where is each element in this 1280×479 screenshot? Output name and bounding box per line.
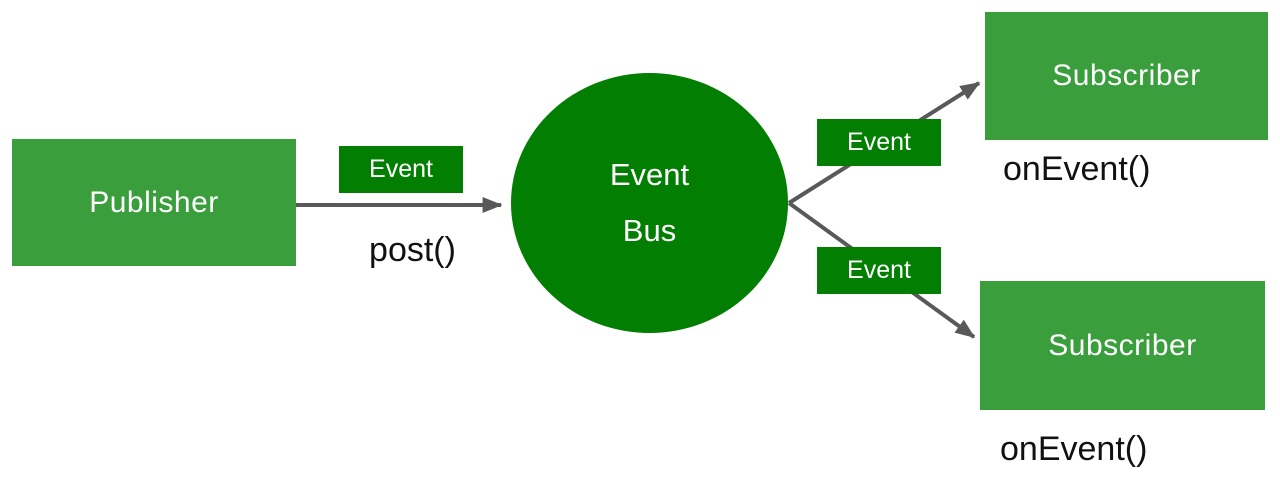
subscriber-top-node: Subscriber xyxy=(985,12,1268,140)
publisher-label: Publisher xyxy=(89,185,219,219)
subscriber-bottom-node: Subscriber xyxy=(980,281,1265,410)
publish-event-badge-label: Event xyxy=(369,155,433,183)
publish-event-badge: Event xyxy=(339,146,463,193)
subscriber-top-method-label: onEvent() xyxy=(1003,150,1151,188)
deliver-top-event-badge: Event xyxy=(817,119,941,166)
subscriber-top-label: Subscriber xyxy=(1052,59,1201,92)
publisher-node: Publisher xyxy=(12,139,296,266)
deliver-top-event-badge-label: Event xyxy=(847,128,911,156)
deliver-bottom-event-badge-label: Event xyxy=(847,256,911,284)
deliver-bottom-event-badge: Event xyxy=(817,247,941,294)
subscriber-bottom-method-label: onEvent() xyxy=(1000,430,1148,468)
event-bus-node: Event Bus xyxy=(511,73,788,333)
post-method-label: post() xyxy=(369,231,456,269)
subscriber-bottom-label: Subscriber xyxy=(1048,328,1197,362)
event-bus-label-line1: Event xyxy=(609,157,690,192)
event-bus-label-line2: Bus xyxy=(622,213,677,248)
